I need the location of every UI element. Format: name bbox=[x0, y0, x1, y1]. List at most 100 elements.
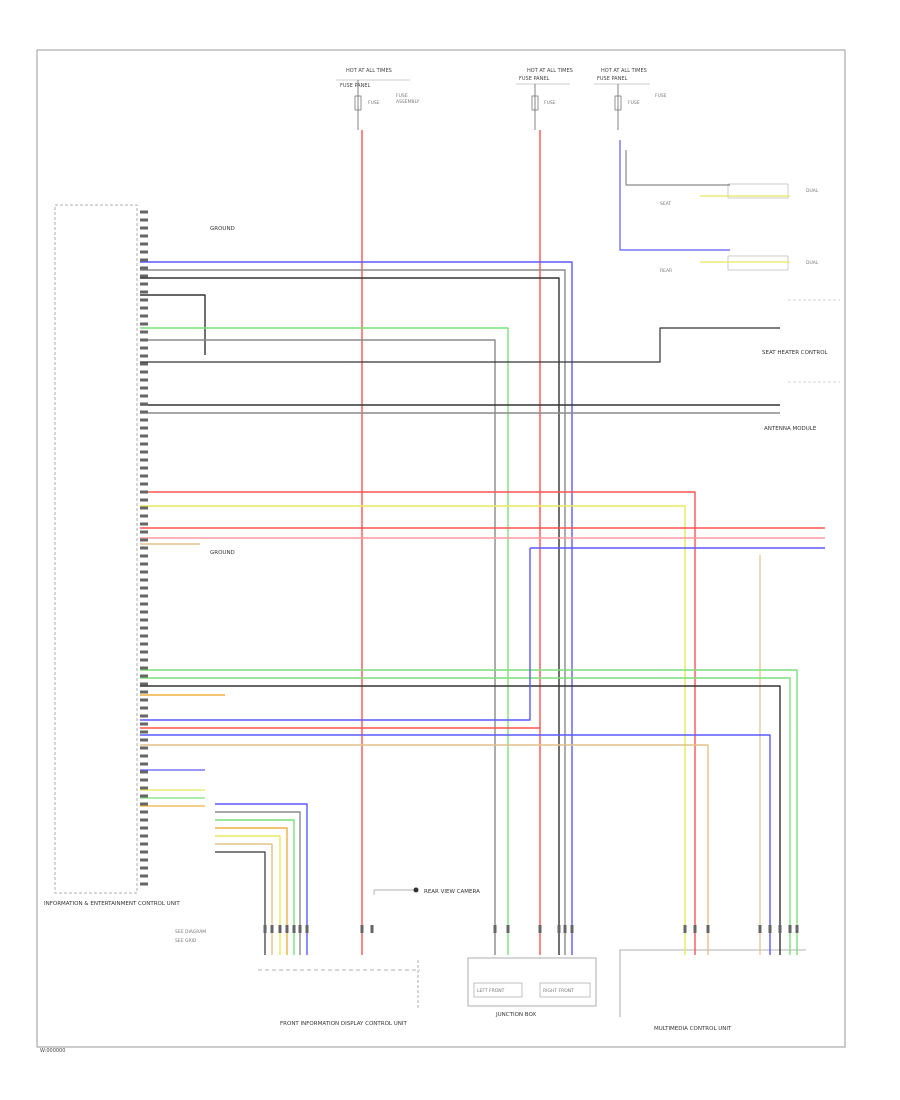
wire-fc-orange bbox=[215, 827, 288, 955]
connector-pin bbox=[140, 674, 148, 678]
connector-pin bbox=[140, 314, 148, 318]
connector-pins bbox=[140, 210, 799, 933]
connector-pin bbox=[278, 925, 282, 933]
connector-pin bbox=[140, 322, 148, 326]
multimedia-label: MULTIMEDIA CONTROL UNIT bbox=[654, 1026, 732, 1032]
connector-pin bbox=[140, 602, 148, 606]
wire-black-3 bbox=[140, 685, 781, 955]
connector-pin bbox=[140, 290, 148, 294]
connector-pin bbox=[140, 802, 148, 806]
connector-pin bbox=[140, 834, 148, 838]
wire-gray-1 bbox=[140, 339, 496, 955]
connector-pin bbox=[140, 610, 148, 614]
connector-pin bbox=[140, 394, 148, 398]
connector-pin bbox=[140, 866, 148, 870]
connector-pin bbox=[140, 450, 148, 454]
connector-pin bbox=[298, 925, 302, 933]
connector-pin bbox=[285, 925, 289, 933]
connector-pin bbox=[140, 594, 148, 598]
connector-pin bbox=[795, 925, 799, 933]
connector-pin bbox=[140, 730, 148, 734]
connector-pin bbox=[140, 666, 148, 670]
connector-pin bbox=[778, 925, 782, 933]
svg-text:SEE DIAGRAM: SEE DIAGRAM bbox=[175, 929, 206, 935]
svg-text:FUSE: FUSE bbox=[396, 93, 408, 99]
wire-fc-black bbox=[215, 851, 266, 955]
connector-pin bbox=[360, 925, 364, 933]
connector-pin bbox=[140, 378, 148, 382]
connector-pin bbox=[140, 482, 148, 486]
connector-pin bbox=[140, 818, 148, 822]
junction-left-label: LEFT FRONT bbox=[477, 988, 505, 994]
fuse-panel-right: HOT AT ALL TIMES FUSE PANEL FUSE FUSE bbox=[594, 68, 667, 130]
connector-pin bbox=[140, 362, 148, 366]
connector-pin bbox=[493, 925, 497, 933]
connector-pin bbox=[140, 850, 148, 854]
wire-black-seat bbox=[140, 327, 780, 363]
connector-pin bbox=[140, 386, 148, 390]
wire-black-top bbox=[140, 277, 560, 955]
junction-box: LEFT FRONT RIGHT FRONT JUNCTION BOX bbox=[467, 957, 597, 1018]
fuse-label-right: FUSE PANEL bbox=[597, 76, 627, 82]
connector-pin bbox=[140, 418, 148, 422]
connector-pin bbox=[140, 746, 148, 750]
connector-pin bbox=[140, 842, 148, 846]
wire-blue-top bbox=[140, 261, 573, 955]
connector-pin bbox=[140, 410, 148, 414]
wire-blue-low bbox=[140, 548, 531, 721]
connector-pin bbox=[140, 634, 148, 638]
svg-text:SEE GRID: SEE GRID bbox=[175, 938, 197, 944]
connector-pin bbox=[140, 770, 148, 774]
connector-pin bbox=[140, 882, 148, 886]
connector-pin bbox=[140, 578, 148, 582]
connector-pin bbox=[140, 690, 148, 694]
junction-box-label: JUNCTION BOX bbox=[495, 1012, 536, 1018]
connector-pin bbox=[557, 925, 561, 933]
connector-pin bbox=[140, 402, 148, 406]
connector-pin bbox=[140, 298, 148, 302]
connector-pin bbox=[140, 706, 148, 710]
connector-pin bbox=[140, 498, 148, 502]
connector-pin bbox=[140, 754, 148, 758]
connector-pin bbox=[140, 618, 148, 622]
wire-green-2 bbox=[140, 669, 798, 955]
svg-text:FUSE: FUSE bbox=[655, 93, 667, 99]
wire-fc-yellow bbox=[215, 835, 281, 955]
junction-right-label: RIGHT FRONT bbox=[543, 988, 574, 994]
connector-pin bbox=[538, 925, 542, 933]
connector-pin bbox=[140, 722, 148, 726]
hot-label-right: HOT AT ALL TIMES bbox=[601, 68, 647, 74]
connector-pin bbox=[140, 858, 148, 862]
hot-label-left: HOT AT ALL TIMES bbox=[346, 68, 392, 74]
connector-pin bbox=[140, 274, 148, 278]
connector-pin bbox=[140, 562, 148, 566]
connector-pin bbox=[140, 714, 148, 718]
connector-pin bbox=[140, 242, 148, 246]
wire-tan-low bbox=[140, 744, 709, 955]
connector-pin bbox=[140, 210, 148, 214]
infotainment-label: INFORMATION & ENTERTAINMENT CONTROL UNIT bbox=[44, 901, 180, 907]
connector-pin bbox=[140, 650, 148, 654]
wire-fc-gray bbox=[215, 811, 301, 955]
wire-red-1 bbox=[140, 491, 696, 955]
connector-pin bbox=[140, 338, 148, 342]
connector-pin bbox=[706, 925, 710, 933]
front-console-unit: FRONT INFORMATION DISPLAY CONTROL UNIT bbox=[258, 960, 420, 1027]
connector-pin bbox=[140, 778, 148, 782]
connector-pin bbox=[140, 522, 148, 526]
fuse-panel-mid: HOT AT ALL TIMES FUSE PANEL FUSE bbox=[516, 68, 573, 130]
connector-pin bbox=[140, 506, 148, 510]
connector-pin bbox=[683, 925, 687, 933]
wire-black-2 bbox=[140, 294, 206, 355]
connector-pin bbox=[140, 546, 148, 550]
connector-pin bbox=[140, 762, 148, 766]
connector-pin bbox=[140, 258, 148, 262]
multimedia-control-unit: MULTIMEDIA CONTROL UNIT bbox=[619, 949, 806, 1032]
front-console-label: FRONT INFORMATION DISPLAY CONTROL UNIT bbox=[280, 1021, 408, 1027]
wire-fc-green bbox=[215, 819, 295, 955]
wire-gray-top bbox=[140, 269, 566, 955]
hot-label-mid: HOT AT ALL TIMES bbox=[527, 68, 573, 74]
svg-text:DUAL: DUAL bbox=[806, 188, 819, 194]
connector-pin bbox=[140, 234, 148, 238]
wire-green-1 bbox=[140, 327, 509, 955]
